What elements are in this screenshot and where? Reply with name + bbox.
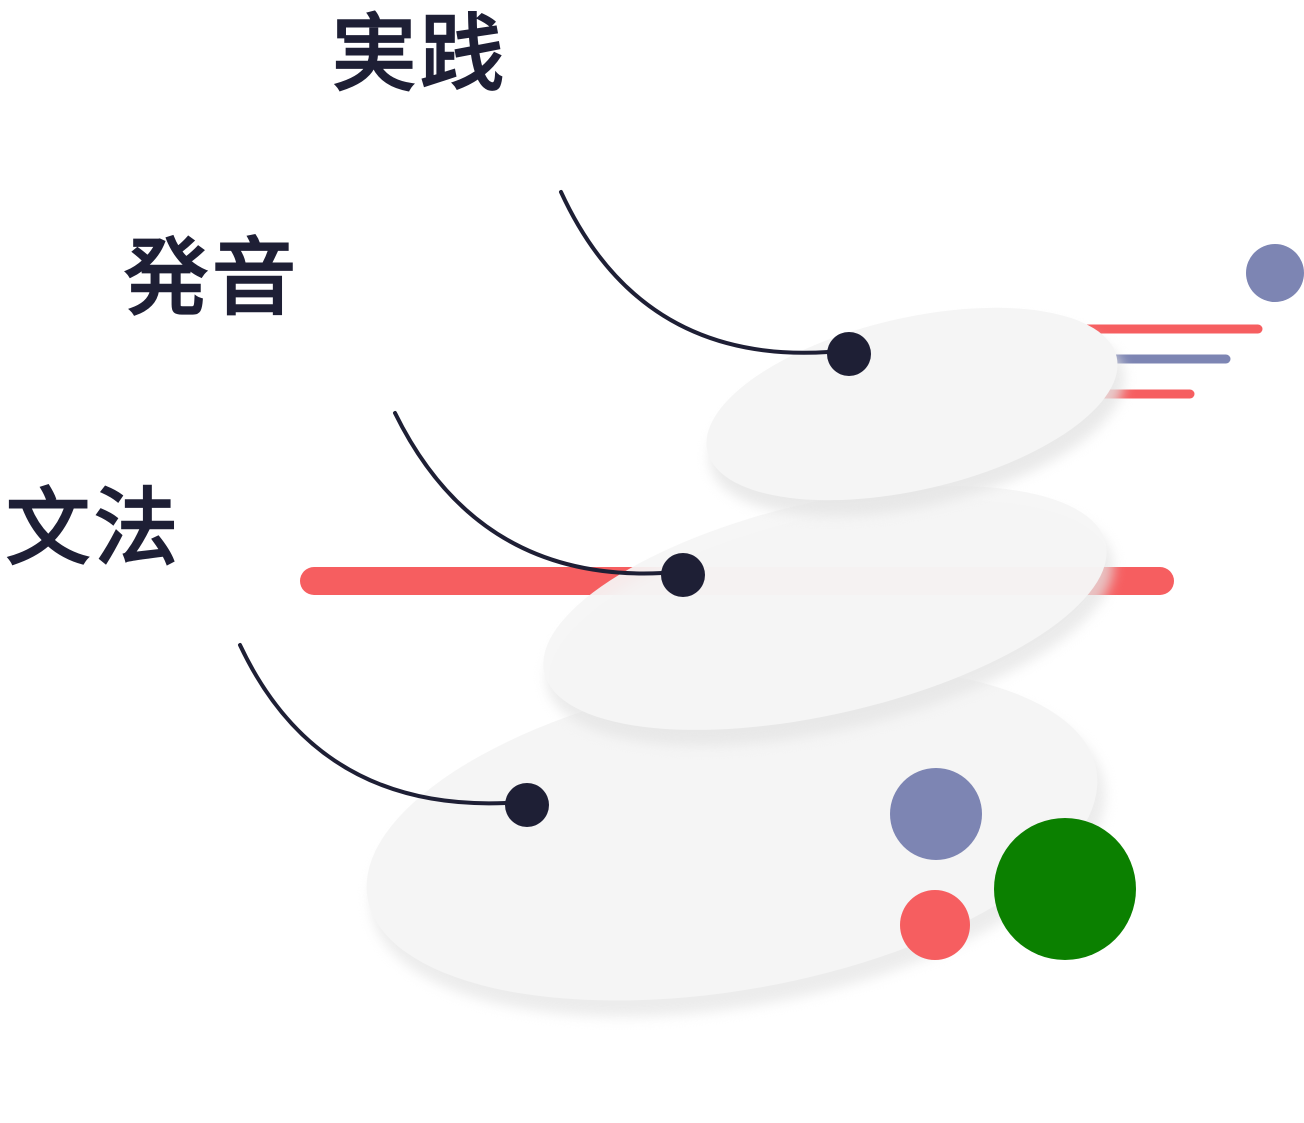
- label-grammar: 文法: [6, 479, 183, 577]
- connector-dot-icon: [661, 553, 705, 597]
- connector-practice: [559, 190, 871, 376]
- slate-dot-top-right: [1246, 244, 1304, 302]
- slate-circle: [890, 768, 982, 860]
- decorations-front: [890, 768, 1136, 960]
- connector-pronunciation: [393, 411, 705, 597]
- label-practice: 実践: [332, 5, 509, 103]
- stone-middle: [543, 486, 1114, 746]
- red-circle: [900, 890, 970, 960]
- stone-top: [706, 307, 1125, 517]
- green-circle: [994, 818, 1136, 960]
- connector-dot-icon: [827, 332, 871, 376]
- connector-dot-icon: [505, 783, 549, 827]
- label-pronunciation: 発音: [124, 229, 301, 327]
- connector-grammar: [238, 643, 549, 827]
